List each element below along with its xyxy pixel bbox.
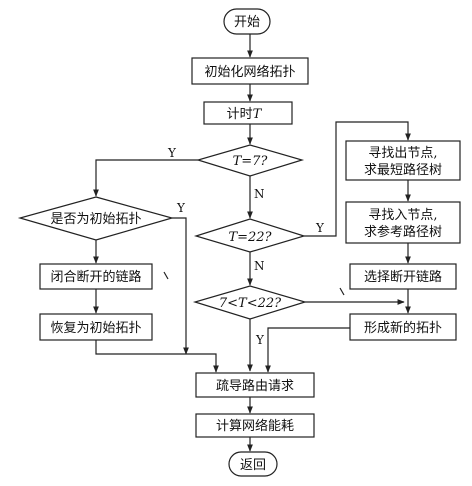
route-requests-label: 疏导路由请求 — [216, 378, 294, 394]
find-out-line2: 求最短路径树 — [364, 162, 442, 178]
decision-t22-label: T=22? — [228, 230, 272, 245]
decision-t7: T=7? — [195, 144, 305, 177]
new-topology-box: 形成新的拓扑 — [349, 313, 457, 341]
edge-t22-yes — [304, 121, 411, 237]
init-topology-label: 初始化网络拓扑 — [204, 64, 295, 80]
find-out-line1: 寻找出节点, — [368, 146, 437, 161]
restore-initial-label: 恢复为初始拓扑 — [50, 321, 141, 336]
label-initial-yes: Y — [176, 201, 186, 215]
decision-initial: 是否为初始拓扑 — [17, 196, 175, 241]
label-range-yes: Y — [255, 333, 265, 347]
tick-mark — [339, 287, 345, 296]
select-break-label: 选择断开链路 — [364, 269, 442, 285]
decision-t7-label: T=7? — [233, 154, 269, 169]
label-t22-no: N — [254, 259, 265, 273]
new-topology-label: 形成新的拓扑 — [364, 320, 442, 336]
edge-new-route — [265, 327, 350, 373]
label-t7-no: N — [254, 187, 265, 201]
init-topology-box: 初始化网络拓扑 — [191, 57, 309, 85]
start-label: 开始 — [234, 15, 260, 30]
edge-initial-yes — [172, 217, 189, 355]
compute-energy-box: 计算网络能耗 — [195, 413, 315, 438]
decision-range: 7<T<22? — [192, 285, 308, 320]
find-in-line2: 求参考路径树 — [364, 224, 442, 240]
decision-range-label: 7<T<22? — [219, 296, 282, 311]
decision-t22: T=22? — [193, 218, 307, 253]
return-node: 返回 — [228, 451, 278, 477]
close-links-label: 闭合断开的链路 — [50, 269, 141, 285]
tick-mark — [163, 271, 169, 280]
start-node: 开始 — [223, 8, 271, 35]
find-in-node-box: 寻找入节点, 求参考路径树 — [345, 201, 461, 244]
find-out-node-box: 寻找出节点, 求最短路径树 — [345, 140, 461, 181]
label-t7-yes: Y — [167, 146, 177, 160]
close-links-box: 闭合断开的链路 — [39, 263, 153, 290]
connectors — [93, 34, 411, 452]
label-t22-yes: Y — [315, 221, 325, 235]
edge-labels: Y N Y Y N Y — [167, 146, 325, 347]
find-in-line1: 寻找入节点, — [368, 208, 437, 223]
compute-energy-label: 计算网络能耗 — [216, 418, 294, 434]
return-label: 返回 — [240, 458, 266, 473]
timer-box: 计时T — [203, 101, 293, 125]
decision-initial-label: 是否为初始拓扑 — [50, 212, 141, 227]
select-break-box: 选择断开链路 — [349, 263, 457, 290]
timer-label: 计时T — [227, 107, 263, 122]
edge-t7-yes — [93, 159, 198, 197]
edge-restore-route — [95, 340, 219, 373]
route-requests-box: 疏导路由请求 — [195, 372, 315, 398]
restore-initial-box: 恢复为初始拓扑 — [39, 313, 153, 341]
